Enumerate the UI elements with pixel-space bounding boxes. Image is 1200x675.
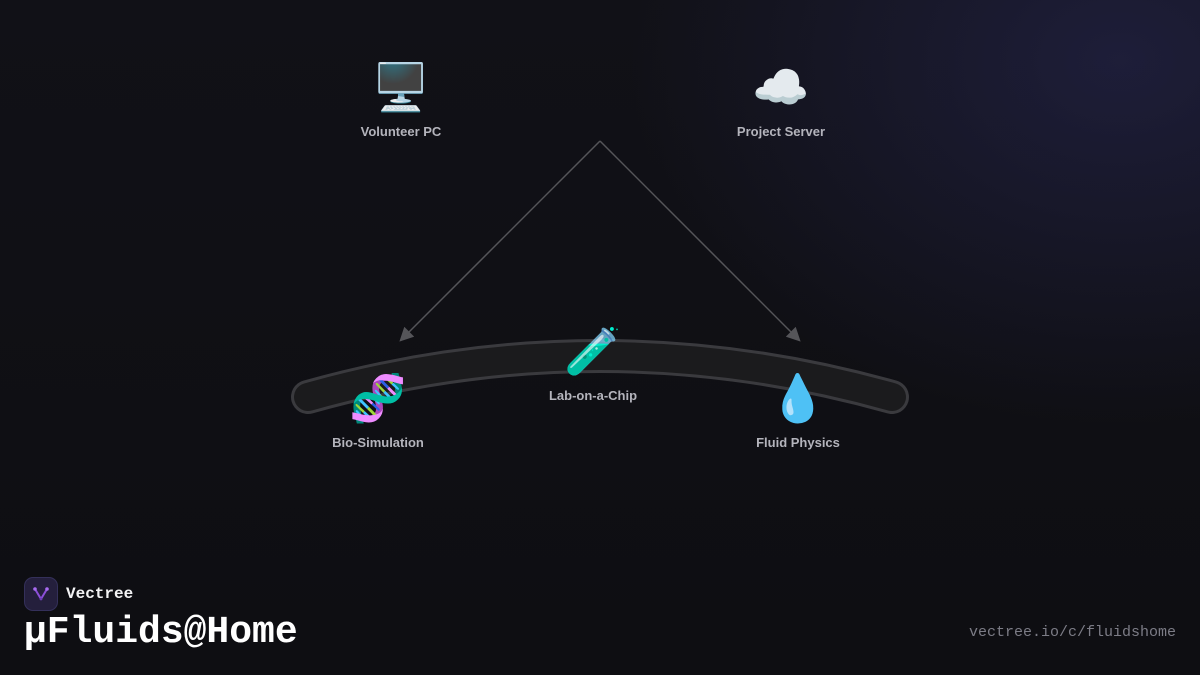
brand-name: Vectree	[66, 585, 134, 603]
cloud-icon: ☁️	[752, 61, 810, 113]
node-label: Project Server	[736, 124, 826, 139]
desktop-computer-icon: 🖥️	[372, 61, 430, 113]
test-tube-icon: 🧪	[564, 325, 622, 377]
node-project-server: ☁️ Project Server	[681, 60, 881, 139]
arrow-to-fluid-physics	[599, 140, 801, 342]
node-label: Volunteer PC	[360, 124, 442, 139]
node-bio-simulation: 🧬 Bio-Simulation	[278, 371, 478, 450]
droplet-icon: 💧	[769, 372, 827, 424]
node-label: Lab-on-a-Chip	[548, 388, 638, 403]
page-title: µFluids@Home	[24, 611, 298, 654]
dna-icon: 🧬	[349, 372, 407, 424]
page-url: vectree.io/c/fluidshome	[968, 624, 1176, 641]
arrow-to-bio-simulation	[399, 140, 601, 342]
brand: Vectree	[24, 577, 133, 611]
node-lab-on-a-chip: 🧪 Lab-on-a-Chip	[493, 324, 693, 403]
node-label: Fluid Physics	[756, 435, 840, 450]
node-label: Bio-Simulation	[332, 435, 424, 450]
vectree-logo-icon	[24, 577, 58, 611]
node-volunteer-pc: 🖥️ Volunteer PC	[301, 60, 501, 139]
node-fluid-physics: 💧 Fluid Physics	[698, 371, 898, 450]
channel-band-fill	[294, 342, 906, 411]
